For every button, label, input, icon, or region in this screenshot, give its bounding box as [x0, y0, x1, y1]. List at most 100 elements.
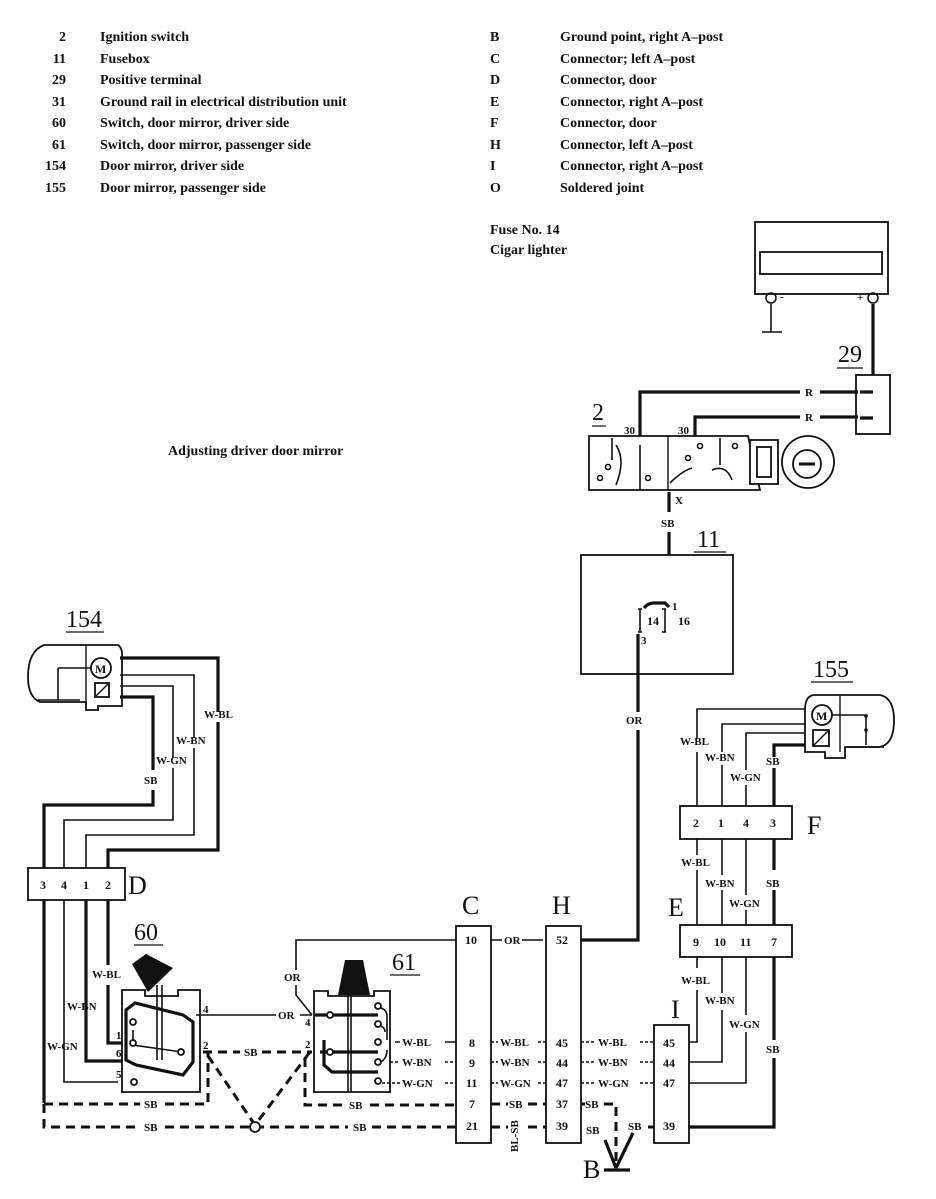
wire-label-sb-154: SB — [144, 775, 158, 787]
f-pin: 2 — [693, 816, 699, 830]
wire-label-r-2: R — [805, 412, 814, 424]
ign-pin-30a: 30 — [624, 425, 636, 437]
connector-legend-label: Connector, right A–post — [560, 94, 703, 110]
component-legend-number: 155 — [45, 180, 66, 196]
wire-label-r-1: R — [805, 387, 814, 399]
fuse-note: Fuse No. 14 Cigar lighter — [490, 221, 567, 261]
wire-label-sb-ei: SB — [766, 1044, 780, 1056]
wire-label-w-bl-60: W-BL — [92, 969, 121, 981]
f-pin: 3 — [770, 816, 776, 830]
ground-point-b-label: B — [583, 1155, 600, 1184]
wire-label-w-gn-ch: W-GN — [500, 1078, 531, 1090]
connector-f-label: F — [807, 811, 821, 840]
c-pin: 9 — [469, 1056, 475, 1070]
s61-pin: 4 — [305, 1017, 311, 1029]
wire-label-sb-d-loop: SB — [144, 1099, 158, 1111]
ref-154: 154 — [66, 607, 102, 633]
wire-label-w-bn-154: W-BN — [176, 735, 206, 747]
c-pin: 7 — [469, 1097, 475, 1111]
s60-pin: 6 — [116, 1048, 122, 1060]
wire-label-or-60: OR — [278, 1010, 296, 1022]
d-pin: 1 — [83, 878, 89, 892]
wire-label-or-fuse: OR — [626, 715, 644, 727]
battery: - + — [754, 221, 889, 420]
wire-label-w-bn-hi: W-BN — [598, 1057, 628, 1069]
wire-label-w-gn-ei: W-GN — [729, 1019, 760, 1031]
fuse-14: 14 — [647, 614, 659, 628]
h-pin: 39 — [556, 1119, 568, 1133]
e-pin: 9 — [693, 935, 699, 949]
i-pin: 45 — [663, 1036, 675, 1050]
component-legend-item: 155 Door mirror, passenger side — [30, 178, 347, 200]
ref-61: 61 — [392, 950, 416, 976]
wire-label-w-gn-fe: W-GN — [729, 898, 760, 910]
wire-label-w-bn-fe: W-BN — [705, 878, 735, 890]
mirror-switch-61: 61 4 2 — [305, 950, 420, 1093]
component-legend-number: 154 — [45, 159, 66, 174]
connector-e-label: E — [668, 893, 684, 922]
d-pin: 3 — [40, 878, 46, 892]
component-legend-label: Ignition switch — [100, 30, 190, 45]
battery-minus-label: - — [780, 291, 784, 303]
fuse-pin-3: 3 — [641, 635, 647, 647]
connector-e: E 9 10 11 7 — [668, 893, 793, 958]
wire-label-bl-sb: BL-SB — [509, 1120, 521, 1152]
wire-label-or-61: OR — [284, 972, 302, 984]
fusebox-11: 11 1 14 16 3 — [580, 527, 734, 675]
connector-d: 3 4 1 2 D — [27, 867, 147, 901]
wire-label-w-gn-60: W-GN — [47, 1041, 78, 1053]
e-pin: 10 — [714, 935, 726, 949]
mirror-switch-60: 60 4 1 2 6 5 — [116, 920, 209, 1093]
fuse-pin-1: 1 — [672, 601, 678, 613]
i-pin: 44 — [663, 1056, 675, 1070]
h-pin: 47 — [556, 1076, 568, 1090]
ref-60: 60 — [134, 920, 158, 946]
ign-pin-30b: 30 — [678, 425, 690, 437]
fuse-circuit: Cigar lighter — [490, 243, 568, 258]
f-pin: 1 — [718, 816, 724, 830]
d-pin: 2 — [105, 878, 111, 892]
connector-legend-label: Connector, door — [560, 116, 657, 131]
s60-pin: 4 — [203, 1004, 209, 1016]
connector-legend-number: H — [490, 137, 501, 153]
component-legend-label: Switch, door mirror, driver side — [100, 116, 290, 131]
d-pin: 4 — [61, 878, 67, 892]
wire-label-w-bl-155: W-BL — [680, 736, 709, 748]
wire-label-w-bl-fe: W-BL — [681, 857, 710, 869]
c-pin: 8 — [469, 1036, 475, 1050]
ref-155: 155 — [813, 657, 849, 683]
wire-label-w-bn-ei: W-BN — [705, 995, 735, 1007]
door-mirror-155: 155 M — [804, 657, 895, 759]
battery-positive-terminal-icon — [867, 292, 879, 304]
connector-legend-label: Soldered joint — [560, 180, 645, 196]
connector-legend-number: I — [490, 159, 496, 174]
fuse-number: Fuse No. 14 — [490, 223, 560, 238]
wire-label-w-bl-61: W-BL — [402, 1037, 431, 1049]
connector-c: C 10 8 9 11 7 21 — [455, 891, 492, 1144]
component-legend-label: Door mirror, passenger side — [100, 180, 266, 196]
connector-h-label: H — [552, 891, 571, 920]
component-legend-label: Switch, door mirror, passenger side — [100, 137, 312, 153]
wire-label-w-gn-61: W-GN — [402, 1078, 433, 1090]
component-legend-number: 60 — [52, 116, 66, 131]
component-legend-number: 11 — [52, 51, 66, 67]
wire-label-sb-h39: SB — [586, 1125, 600, 1137]
s60-pin: 1 — [116, 1030, 122, 1042]
fuse-16: 16 — [678, 614, 690, 628]
ign-pin-x: X — [675, 495, 683, 507]
wire-label-sb-ign: SB — [661, 518, 675, 530]
battery-ground-icon — [762, 304, 782, 333]
component-legend-item: 60 Switch, door mirror, driver side — [30, 113, 347, 135]
wire-label-w-gn-155: W-GN — [730, 772, 761, 784]
wire-label-w-gn-hi: W-GN — [598, 1078, 629, 1090]
